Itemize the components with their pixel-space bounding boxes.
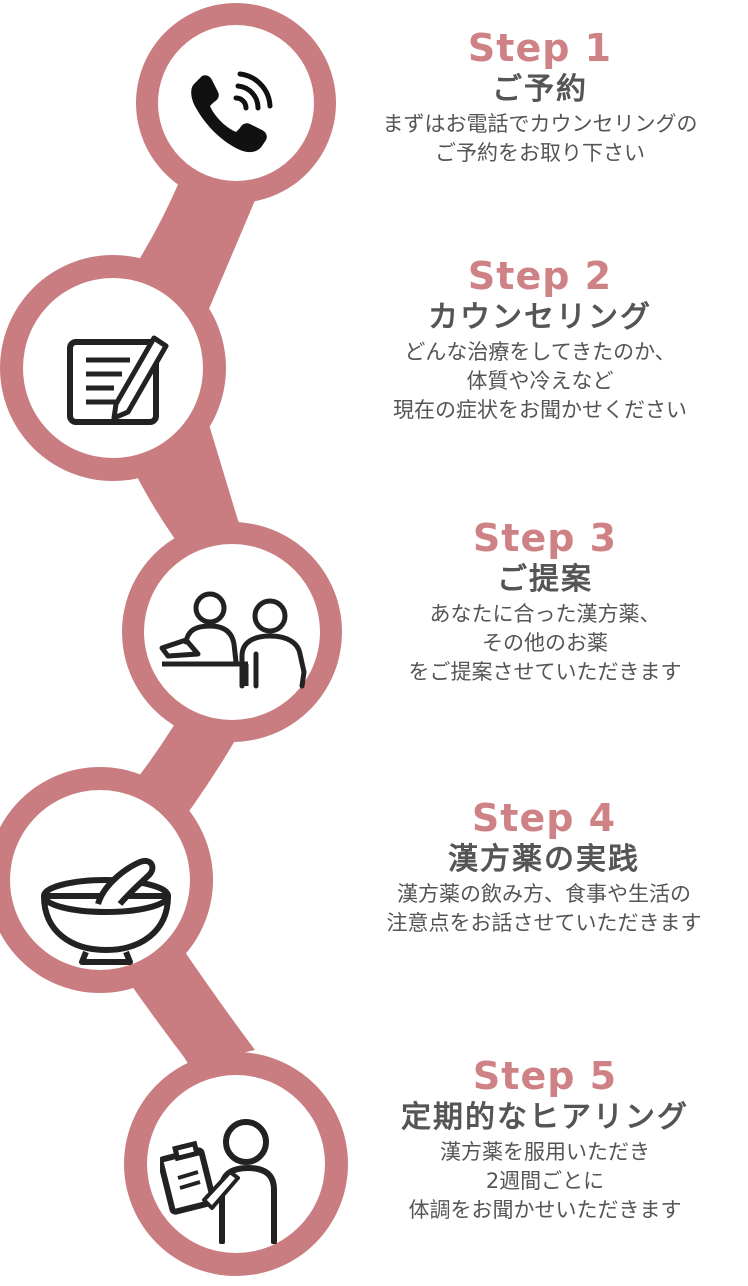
step-4: Step 4 漢方薬の実践 漢方薬の飲み方、食事や生活の 注意点をお話させていた… xyxy=(340,796,748,938)
hearing-clipboard-icon xyxy=(160,1119,277,1244)
step-description: 漢方薬の飲み方、食事や生活の 注意点をお話させていただきます xyxy=(340,880,748,938)
step-description: どんな治療をしてきたのか、 体質や冷えなど 現在の症状をお聞かせください xyxy=(340,338,740,425)
description-line: をご提案させていただきます xyxy=(408,660,682,684)
description-line: 注意点をお話させていただきます xyxy=(386,911,702,935)
description-line: 漢方薬を服用いただき xyxy=(440,1140,650,1164)
step-number: Step 3 xyxy=(472,516,618,560)
step-title: 定期的なヒアリング xyxy=(401,1100,689,1135)
step-number: Step 5 xyxy=(472,1054,618,1098)
phone-icon xyxy=(191,71,273,153)
step-title: カウンセリング xyxy=(428,300,652,335)
description-line: 現在の症状をお聞かせください xyxy=(393,398,687,422)
step-description: 漢方薬を服用いただき 2週間ごとに 体調をお聞かせいただきます xyxy=(350,1138,740,1225)
notepad-pen-icon xyxy=(67,335,169,425)
step-description: まずはお電話でカウンセリングの ご予約をお取り下さい xyxy=(340,110,740,168)
step-number: Step 1 xyxy=(467,26,613,70)
step-2: Step 2 カウンセリング どんな治療をしてきたのか、 体質や冷えなど 現在の… xyxy=(340,254,740,425)
step-3: Step 3 ご提案 あなたに合った漢方薬、 その他のお薬 をご提案させていただ… xyxy=(360,516,730,687)
description-line: ご予約をお取り下さい xyxy=(435,141,645,165)
description-line: 体質や冷えなど xyxy=(466,369,614,393)
mortar-pestle-icon xyxy=(41,858,171,965)
description-line: 2週間ごとに xyxy=(485,1169,605,1193)
step-title: ご予約 xyxy=(492,72,588,107)
description-line: 漢方薬の飲み方、食事や生活の xyxy=(397,882,691,906)
step-5: Step 5 定期的なヒアリング 漢方薬を服用いただき 2週間ごとに 体調をお聞… xyxy=(350,1054,740,1225)
step-number: Step 4 xyxy=(471,796,617,840)
step-title: 漢方薬の実践 xyxy=(448,842,640,877)
description-line: あなたに合った漢方薬、 xyxy=(429,602,661,626)
step-title: ご提案 xyxy=(497,562,593,597)
step-1: Step 1 ご予約 まずはお電話でカウンセリングの ご予約をお取り下さい xyxy=(340,26,740,168)
description-line: 体調をお聞かせいただきます xyxy=(408,1198,682,1222)
description-line: その他のお薬 xyxy=(482,631,608,655)
step-number: Step 2 xyxy=(467,254,613,298)
step-description: あなたに合った漢方薬、 その他のお薬 をご提案させていただきます xyxy=(360,600,730,687)
description-line: まずはお電話でカウンセリングの xyxy=(382,112,698,136)
description-line: どんな治療をしてきたのか、 xyxy=(404,340,676,364)
consultation-icon xyxy=(159,591,307,689)
